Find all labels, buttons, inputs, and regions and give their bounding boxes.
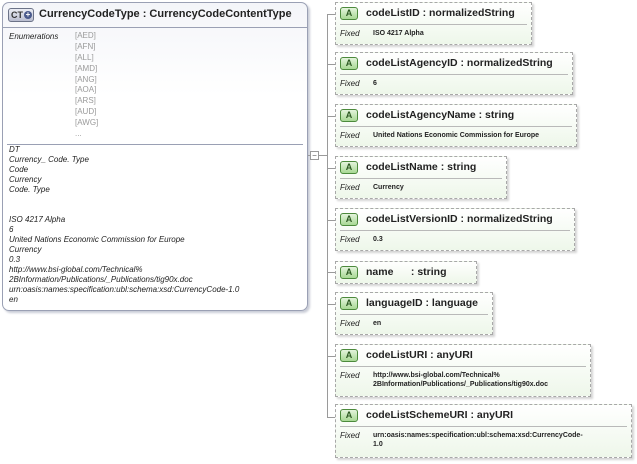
attribute-divider [340,178,502,179]
attribute-divider [340,24,527,25]
fixed-label: Fixed [340,183,360,192]
collapse-minus-icon[interactable]: − [310,151,319,160]
attribute-box-languageid[interactable]: A languageID : language Fixed en [335,292,493,335]
attribute-box-codelistagencyid[interactable]: A codeListAgencyID : normalizedString Fi… [335,52,573,95]
annotation-divider [7,144,303,145]
attribute-name: codeListAgencyID : normalizedString [366,57,553,69]
connector-trunk [327,14,328,417]
attribute-badge: A [340,409,358,422]
attribute-name: codeListAgencyName : string [366,109,515,121]
connector-branch [327,356,335,357]
complex-type-badge-label: CT [11,10,23,20]
attribute-name: codeListVersionID : normalizedString [366,213,553,225]
enumeration-item: [ALL] [75,52,94,62]
attribute-badge: A [340,266,358,279]
complex-type-header: CT + CurrencyCodeType : CurrencyCodeCont… [3,3,307,28]
annotation-line: DT [9,145,20,154]
fixed-value: ISO 4217 Alpha [373,30,424,37]
attribute-name: codeListSchemeURI : anyURI [366,409,514,421]
attribute-box-codelistversionid[interactable]: A codeListVersionID : normalizedString F… [335,208,575,251]
attribute-badge: A [340,161,358,174]
attribute-box-codelistname[interactable]: A codeListName : string Fixed Currency [335,156,507,199]
fixed-value: 0.3 [373,236,383,243]
enumeration-more: ... [75,129,82,139]
attribute-box-codelistagencyname[interactable]: A codeListAgencyName : string Fixed Unit… [335,104,577,147]
complex-type-badge: CT + [8,8,34,22]
attribute-divider [340,426,627,427]
connector-branch [327,64,335,65]
attribute-box-name[interactable]: A name : string [335,261,477,284]
fixed-value: Currency [373,184,404,191]
attribute-box-codelistid[interactable]: A codeListID : normalizedString Fixed IS… [335,2,532,45]
annotation-line: United Nations Economic Commission for E… [9,235,185,244]
fixed-label: Fixed [340,79,360,88]
attribute-divider [340,366,586,367]
annotation-line: http://www.bsi-global.com/Technical% [9,265,143,274]
attribute-badge: A [340,57,358,70]
enumeration-item: [AED] [75,31,96,40]
connector-branch [327,304,335,305]
fixed-label: Fixed [340,319,360,328]
attribute-name: codeListName : string [366,161,477,173]
annotation-line: Currency_ Code. Type [9,155,89,164]
enumeration-item: [AUD] [75,107,97,117]
enumeration-item: [ANG] [75,74,97,84]
fixed-label: Fixed [340,29,360,38]
connector-branch [327,272,335,273]
attribute-divider [340,74,568,75]
attribute-name: name : string [366,266,447,278]
connector-branch [327,14,335,15]
enumeration-item: [AFN] [75,41,96,51]
annotation-line: Code [9,165,29,174]
annotation-line: Currency [9,245,42,254]
attribute-badge: A [340,349,358,362]
connector-branch [327,116,335,117]
attribute-badge: A [340,213,358,226]
annotation-line: 2BInformation/Publications/_Publications… [9,275,193,284]
annotation-line: urn:oasis:names:specification:ubl:schema… [9,285,240,294]
expand-plus-icon[interactable]: + [24,10,32,19]
annotation-line: en [9,295,18,304]
complex-type-title: CurrencyCodeType : CurrencyCodeContentTy… [39,8,292,20]
enumeration-item: [AMD] [75,63,98,73]
attribute-box-codelisturi[interactable]: A codeListURI : anyURI Fixed http://www.… [335,344,591,397]
attribute-badge: A [340,7,358,20]
connector-line [308,155,310,156]
connector-line [319,155,327,156]
annotation-line: 0.3 [9,255,21,264]
connector-branch [327,220,335,221]
fixed-value: United Nations Economic Commission for E… [373,132,540,139]
connector-branch [327,417,335,418]
annotation-line: ISO 4217 Alpha [9,215,66,224]
enumerations-list: [AED] [AFN] [ALL] [AMD] [ANG] [AOA] [ARS… [75,31,98,140]
enumerations-label: Enumerations [9,32,59,41]
attribute-name: codeListID : normalizedString [366,7,515,19]
fixed-label: Fixed [340,431,360,440]
complex-type-box[interactable]: CT + CurrencyCodeType : CurrencyCodeCont… [2,2,308,311]
fixed-label: Fixed [340,235,360,244]
attribute-divider [340,230,570,231]
enumeration-item: [AWG] [75,118,99,128]
annotation-line: 6 [9,225,14,234]
fixed-value: en [373,320,382,327]
attribute-name: languageID : language [366,297,479,309]
fixed-value: 6 [373,80,377,87]
attribute-badge: A [340,297,358,310]
fixed-value: http://www.bsi-global.com/Technical% 2BI… [373,372,549,388]
attribute-badge: A [340,109,358,122]
attribute-box-codelistschemeuri[interactable]: A codeListSchemeURI : anyURI Fixed urn:o… [335,404,632,458]
attribute-divider [340,314,488,315]
connector-branch [327,168,335,169]
attribute-divider [340,126,572,127]
annotation-line: Currency [9,175,42,184]
fixed-label: Fixed [340,371,360,380]
attribute-name: codeListURI : anyURI [366,349,473,361]
fixed-label: Fixed [340,131,360,140]
fixed-value: urn:oasis:names:specification:ubl:schema… [373,432,583,448]
enumeration-item: [ARS] [75,96,96,106]
annotation-line: Code. Type [9,185,50,194]
enumeration-item: [AOA] [75,85,97,95]
